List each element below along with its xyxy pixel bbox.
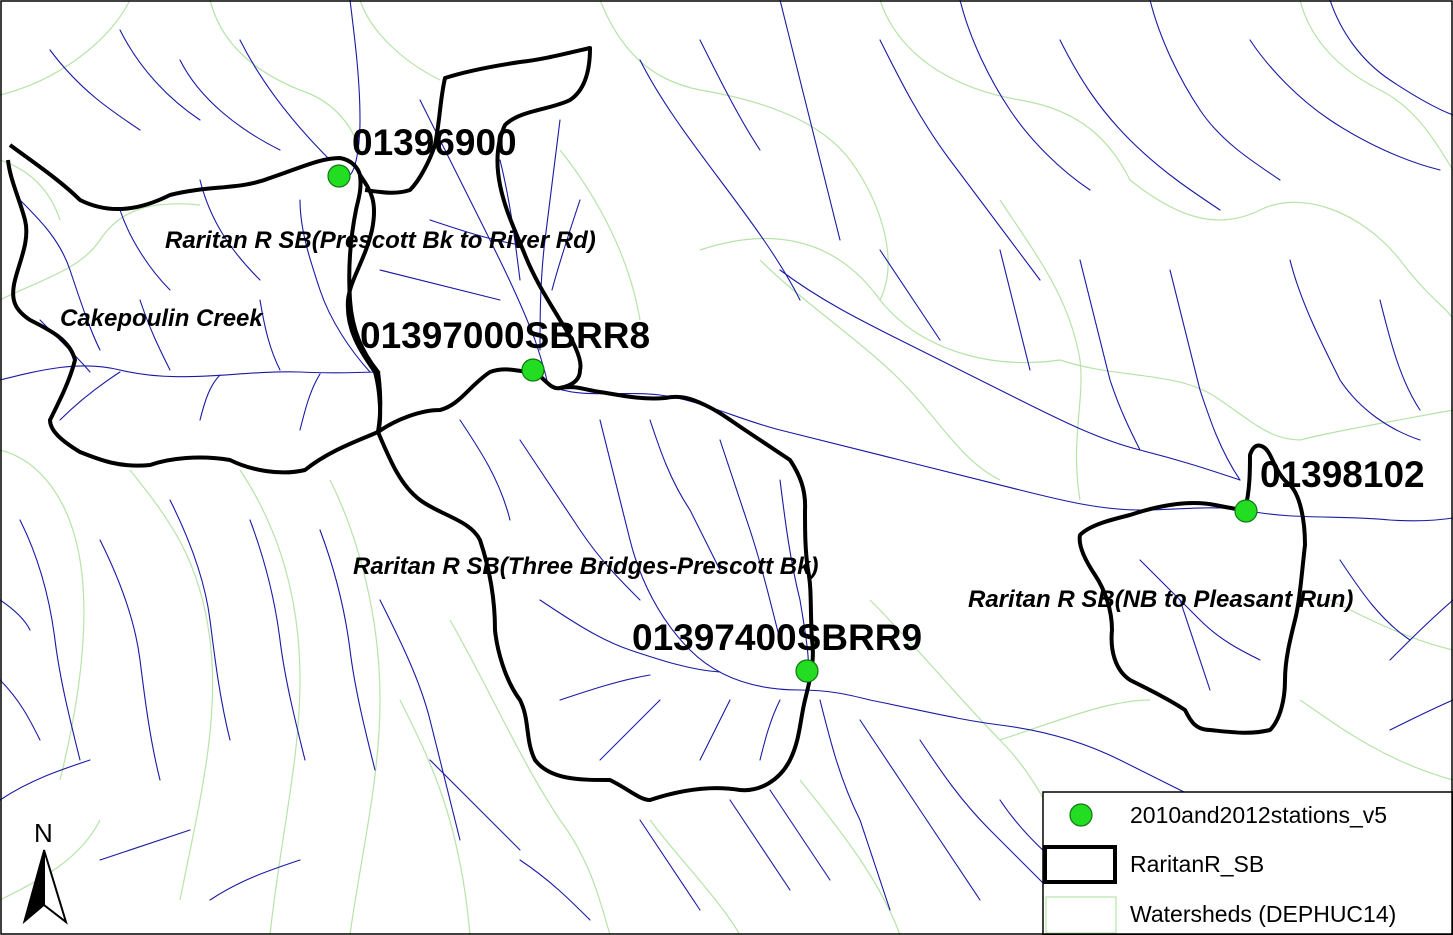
boundary-nb-pleasant-run — [1077, 443, 1307, 735]
raritan-sb-boundaries-layer — [6, 46, 1307, 802]
station-point-01397400sbrr9[interactable] — [795, 659, 819, 683]
legend-label-stations: 2010and2012stations_v5 — [1130, 802, 1387, 828]
station-label-01397000sbrr8: 01397000SBRR8 — [360, 315, 650, 356]
watershed-labels-layer: Raritan R SB(Prescott Bk to River Rd) Ca… — [60, 227, 1353, 613]
watershed-label-three-bridges: Raritan R SB(Three Bridges-Prescott Bk) — [353, 553, 818, 580]
station-point-01397000sbrr8[interactable] — [521, 358, 545, 382]
watershed-label-nb-pleasant-run: Raritan R SB(NB to Pleasant Run) — [968, 586, 1353, 613]
station-label-01398102: 01398102 — [1260, 454, 1425, 495]
boundary-three-bridges — [376, 385, 815, 802]
green-box-icon — [1045, 896, 1117, 934]
black-box-icon — [1043, 845, 1117, 884]
station-label-01396900: 01396900 — [352, 122, 517, 163]
legend-label-watersheds: Watersheds (DEPHUC14) — [1130, 901, 1396, 927]
north-arrow: N — [22, 818, 68, 925]
legend: 2010and2012stations_v5 RaritanR_SB Water… — [1042, 791, 1453, 935]
boundary-cakepoulin — [6, 143, 383, 475]
station-point-01396900[interactable] — [327, 164, 351, 188]
station-labels-layer: 01396900 01397000SBRR8 01397400SBRR9 013… — [352, 122, 1425, 658]
legend-label-raritan-sb: RaritanR_SB — [1130, 851, 1264, 877]
watershed-label-prescott-river-rd: Raritan R SB(Prescott Bk to River Rd) — [165, 227, 596, 254]
green-dot-icon — [1069, 803, 1093, 827]
boundary-prescott-river-rd — [345, 46, 592, 434]
station-label-01397400sbrr9: 01397400SBRR9 — [632, 617, 922, 658]
station-point-01398102[interactable] — [1234, 499, 1258, 523]
watershed-label-cakepoulin-creek: Cakepoulin Creek — [60, 305, 264, 332]
stations-layer — [327, 164, 1258, 683]
north-arrow-label: N — [34, 818, 53, 848]
